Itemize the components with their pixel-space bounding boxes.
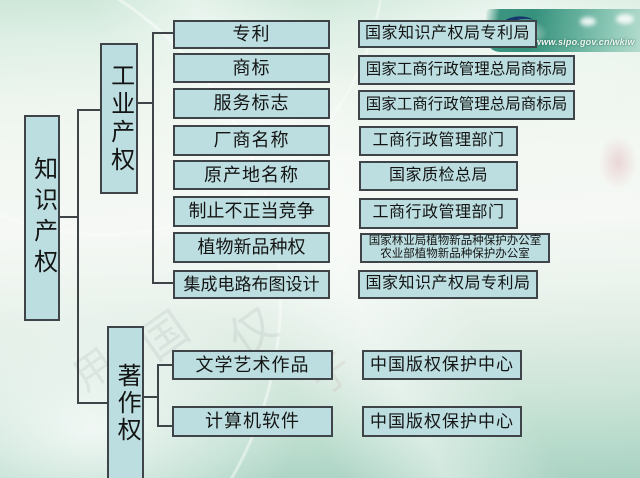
connector-line xyxy=(77,402,108,404)
watermark-smudge xyxy=(598,135,638,190)
authority-box-service-mark: 国家工商行政管理总局商标局 xyxy=(358,90,575,120)
website-url: www.sipo.gov.cn/wkiw xyxy=(534,37,635,47)
branch-box-copyright: 著作权 xyxy=(107,326,144,478)
connector-line xyxy=(157,364,173,366)
category-box-trademark: 商标 xyxy=(173,53,330,83)
connector-line xyxy=(77,109,101,111)
background-glow xyxy=(0,300,300,478)
category-box-literary-works: 文学艺术作品 xyxy=(172,350,333,380)
category-box-service-mark: 服务标志 xyxy=(173,88,330,119)
authority-box-origin: 国家质检总局 xyxy=(359,161,518,191)
category-box-trade-name: 厂商名称 xyxy=(173,125,330,156)
connector-line xyxy=(157,364,159,427)
authority-box-trademark: 国家工商行政管理总局商标局 xyxy=(358,55,575,85)
connector-line xyxy=(152,32,174,34)
authority-line: 国家林业局植物新品种保护办公室 xyxy=(368,235,542,247)
authority-box-trade-name: 工商行政管理部门 xyxy=(359,126,518,156)
logo-highlight xyxy=(580,17,596,26)
category-box-appellation-of-origin: 原产地名称 xyxy=(173,160,330,190)
connector-line xyxy=(157,425,173,427)
root-box: 知识产权 xyxy=(24,115,60,321)
connector-line xyxy=(137,102,153,104)
authority-box-copyright-center: 中国版权保护中心 xyxy=(362,406,522,437)
connector-line xyxy=(58,216,78,218)
connector-line xyxy=(152,32,154,284)
authority-box-plant-variety: 国家林业局植物新品种保护办公室 农业部植物新品种保护办公室 xyxy=(360,233,550,263)
category-box-unfair-competition: 制止不正当竞争 xyxy=(173,196,330,227)
connector-line xyxy=(152,282,174,284)
category-box-ic-layout: 集成电路布图设计 xyxy=(173,270,330,299)
authority-box-copyright-center: 中国版权保护中心 xyxy=(362,350,522,380)
category-box-patent: 专利 xyxy=(173,20,330,49)
branch-box-industrial-property: 工业产权 xyxy=(100,43,138,194)
authority-box-ic-layout: 国家知识产权局专利局 xyxy=(358,270,538,299)
authority-box-patent: 国家知识产权局专利局 xyxy=(358,20,537,48)
category-box-plant-variety: 植物新品种权 xyxy=(173,232,330,263)
category-box-computer-software: 计算机软件 xyxy=(172,406,333,437)
authority-box-unfair-competition: 工商行政管理部门 xyxy=(359,198,518,229)
connector-line xyxy=(77,109,79,404)
logo-highlight xyxy=(616,14,634,24)
authority-line: 农业部植物新品种保护办公室 xyxy=(380,248,530,260)
